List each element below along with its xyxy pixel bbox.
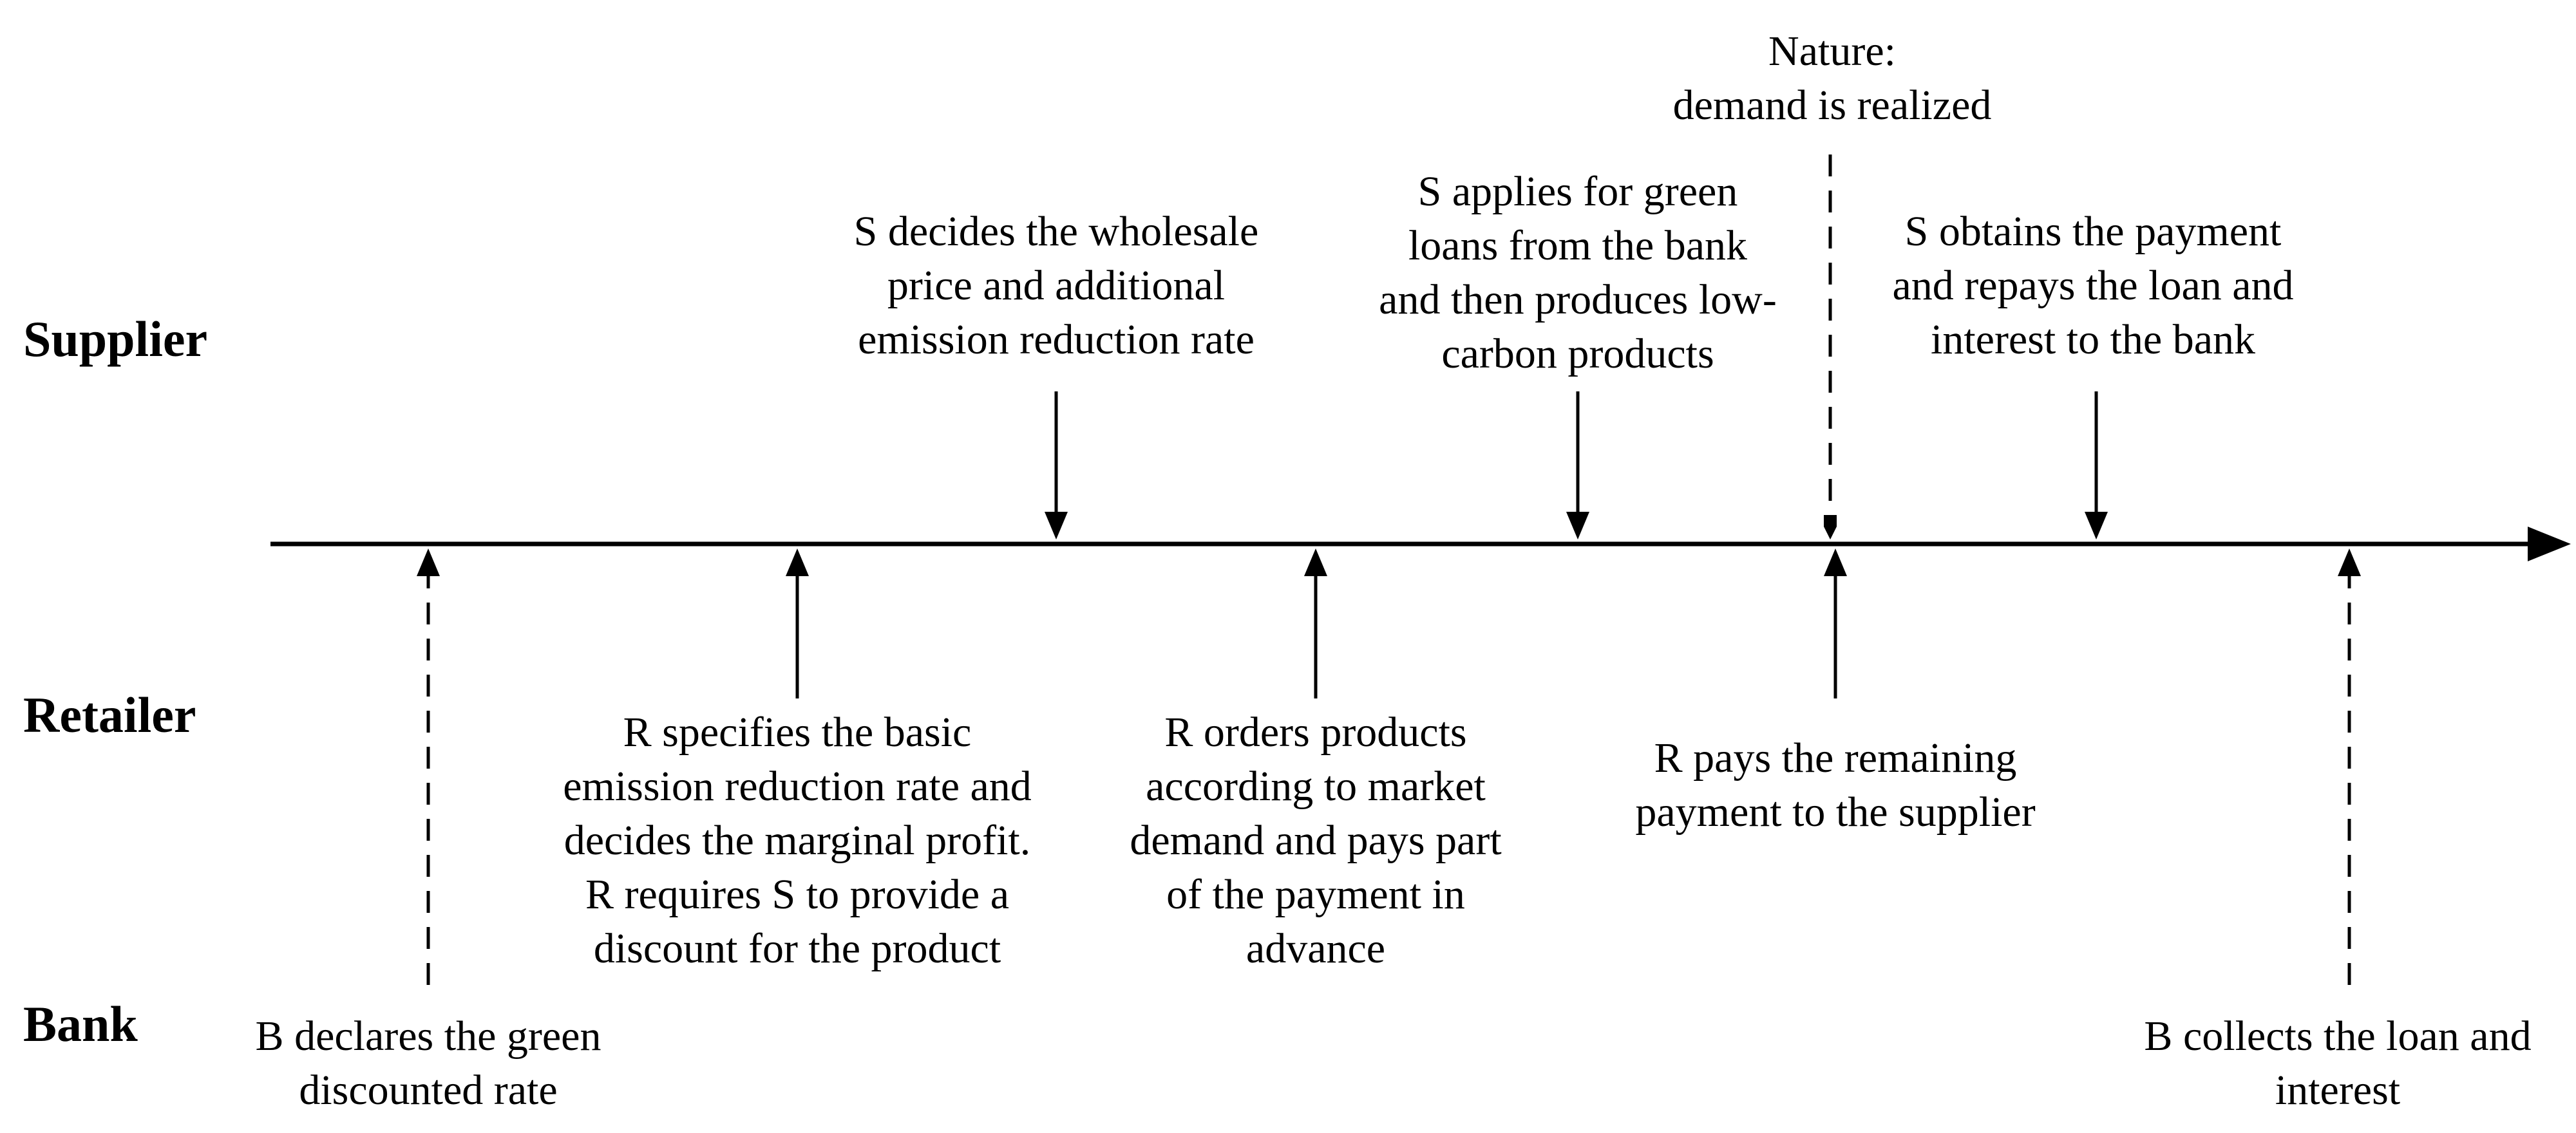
label-supplier-obtains: S obtains the payment and repays the loa…: [1892, 208, 2294, 363]
role-supplier: Supplier: [23, 311, 208, 367]
label-bank-collects: B collects the loan and interest: [2144, 1013, 2532, 1114]
arrowhead-bank-declares: [417, 548, 440, 576]
label-retailer-pays: R pays the remaining payment to the supp…: [1635, 735, 2036, 836]
label-nature-demand: Nature: demand is realized: [1672, 28, 1992, 129]
label-supplier-applies: S applies for green loans from the bank …: [1379, 168, 1777, 377]
arrowhead-retailer-pays: [1824, 548, 1847, 576]
arrowhead-retailer-specifies: [786, 548, 809, 576]
arrowhead-bank-collects: [2338, 548, 2361, 576]
arrowhead-retailer-orders: [1304, 548, 1327, 576]
arrowhead-supplier-applies: [1566, 512, 1589, 539]
time-axis-arrowhead: [2528, 527, 2571, 561]
label-retailer-orders: R orders products according to market de…: [1130, 709, 1502, 972]
arrowhead-supplier-obtains: [2085, 512, 2108, 539]
arrowhead-nature-demand: [1824, 515, 1837, 539]
label-bank-declares: B declares the green discounted rate: [255, 1013, 601, 1114]
role-bank: Bank: [23, 996, 138, 1052]
arrowhead-supplier-decides: [1045, 512, 1068, 539]
role-retailer: Retailer: [23, 687, 196, 743]
label-retailer-specifies: R specifies the basic emission reduction…: [563, 709, 1032, 972]
label-supplier-decides: S decides the wholesale price and additi…: [853, 208, 1259, 363]
